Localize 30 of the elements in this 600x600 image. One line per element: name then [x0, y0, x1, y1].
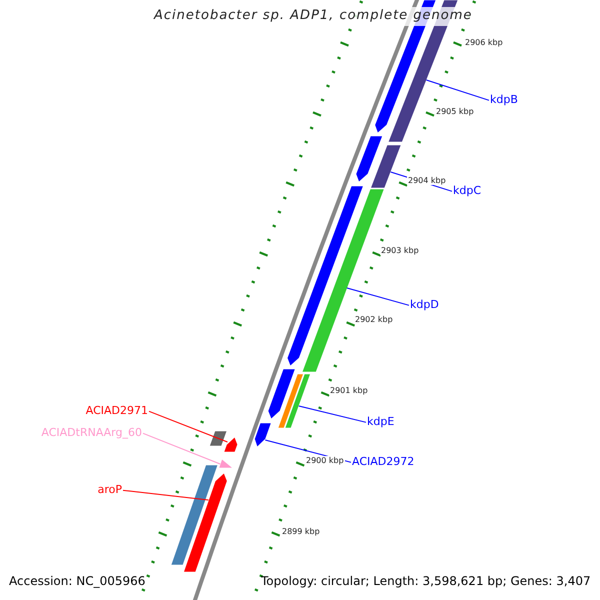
gene-label: kdpC [453, 185, 482, 198]
tick-label: 2903 kbp [380, 246, 420, 256]
leader-line [346, 288, 410, 306]
footer-text: Accession: NC_005966 [9, 575, 146, 589]
gene-arrow-shape [223, 436, 238, 452]
leader-line [142, 432, 221, 464]
gene-label: aroP [98, 484, 122, 497]
tick-label: 2901 kbp [329, 386, 369, 396]
tick-label: 2904 kbp [407, 176, 447, 186]
gene-label: ACIADtRNAArg_60 [41, 427, 142, 440]
leader-line [148, 410, 228, 442]
gene-segment [370, 144, 402, 188]
tick-label: 2906 kbp [464, 38, 504, 48]
gene-label: ACIAD2972 [352, 456, 414, 469]
gene-label: kdpB [490, 94, 518, 107]
gene-segment [284, 374, 311, 428]
tick-label: 2905 kbp [435, 107, 475, 116]
gene-label: kdpD [410, 299, 439, 312]
gene-triangle [218, 458, 234, 468]
leader-line [426, 80, 490, 101]
gene-label: ACIAD2971 [86, 405, 148, 418]
leader-line [298, 406, 366, 423]
leader-line [122, 490, 209, 500]
tick-label: 2899 kbp [281, 527, 321, 536]
tick-label: 2902 kbp [354, 315, 394, 324]
gene-arrow-shape [254, 422, 272, 448]
gene-arrow-shape [183, 472, 228, 572]
tick-label: 2900 kbp [305, 456, 345, 466]
gene-label: kdpE [367, 416, 394, 429]
footer-text: Topology: circular; Length: 3,598,621 bp; Genes: 3,407 [261, 575, 591, 589]
